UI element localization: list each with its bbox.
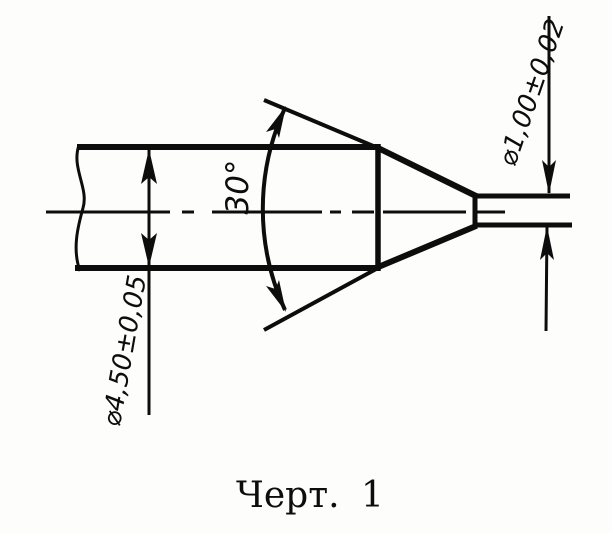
tip-diameter-arrow-up — [540, 226, 554, 260]
figure-caption: Черт. 1 — [236, 475, 384, 516]
shank-diameter-arrow-down — [141, 233, 157, 267]
angle-extension-lower — [263, 266, 379, 332]
angle-arc-arrow-bottom — [266, 280, 286, 312]
shank-diameter-arrow-up — [141, 149, 157, 184]
cone-angle-label: 30° — [220, 159, 256, 215]
break-wavy-line — [74, 144, 86, 272]
angle-dimension-arc — [260, 107, 287, 311]
cone-lower-outline — [374, 223, 478, 271]
cone-upper-outline — [374, 144, 478, 199]
angle-arc-arrow-top — [266, 106, 286, 138]
tip-diameter-arrow-down — [542, 160, 556, 194]
